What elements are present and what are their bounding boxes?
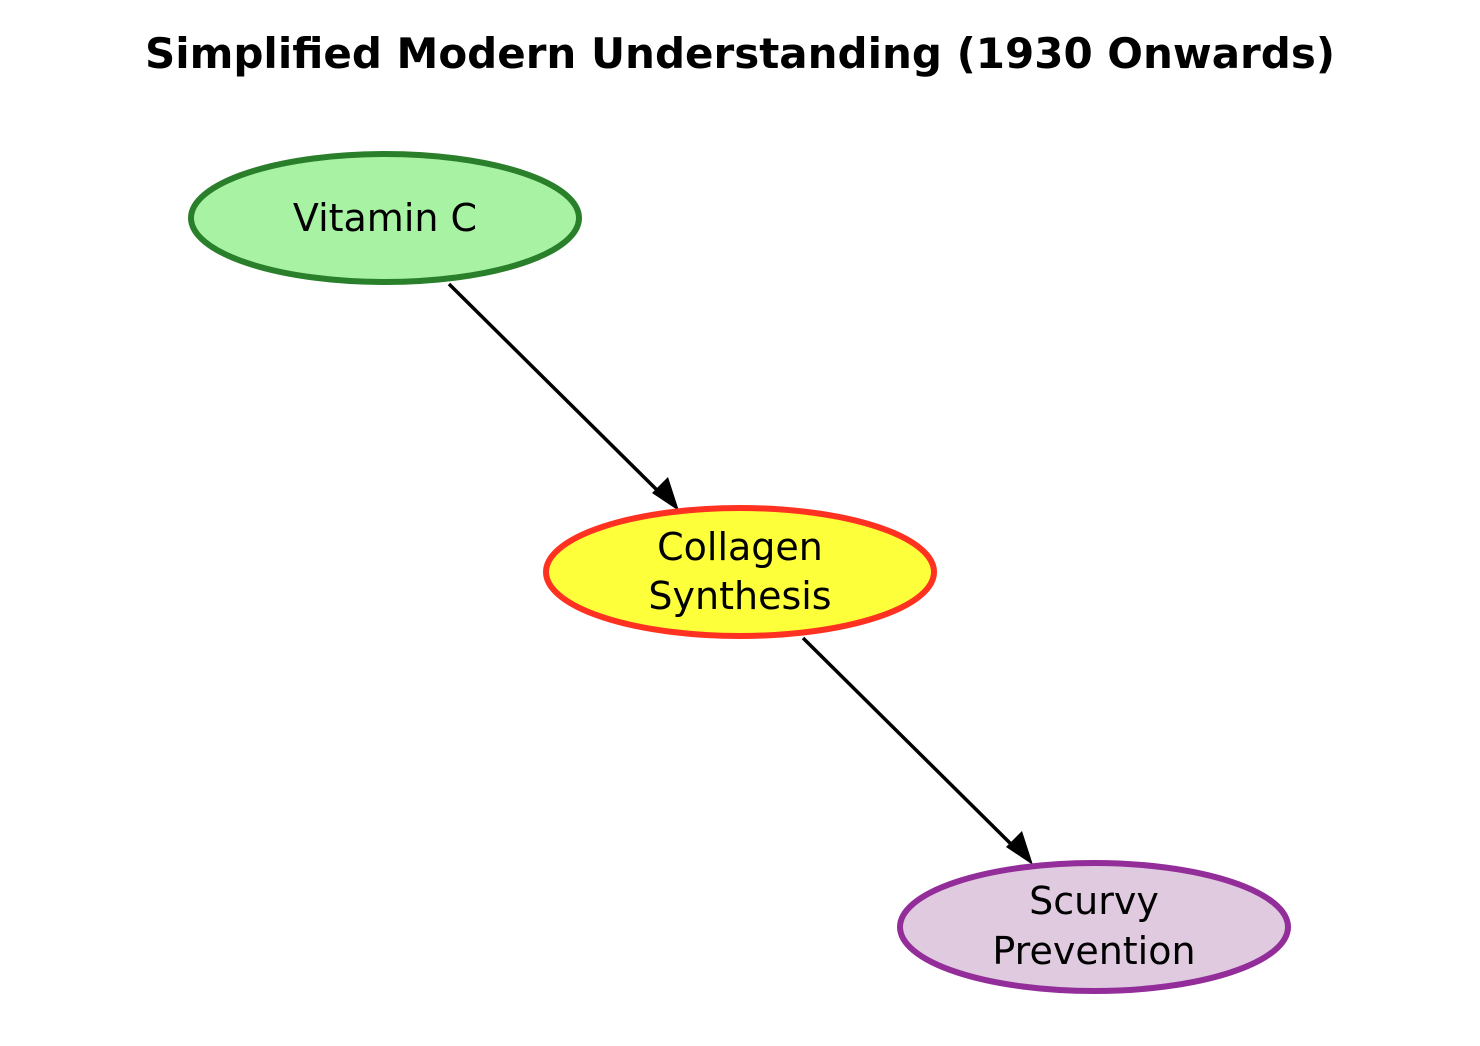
- arrowhead-icon: [1006, 831, 1033, 865]
- edge-line: [801, 636, 1019, 852]
- node-collagen-synthesis-label-line1: Collagen: [657, 525, 823, 569]
- node-scurvy-prevention-label-line1: Scurvy: [1029, 879, 1159, 923]
- diagram-title: Simplified Modern Understanding (1930 On…: [145, 29, 1335, 78]
- node-vitamin-c: Vitamin C: [188, 151, 582, 285]
- node-collagen-synthesis: Collagen Synthesis: [543, 505, 937, 639]
- node-scurvy-prevention-label-line2: Prevention: [992, 929, 1195, 973]
- node-scurvy-prevention-shape: [897, 860, 1291, 994]
- node-vitamin-c-label: Vitamin C: [293, 196, 477, 240]
- edge-vitamin-c-to-collagen: [447, 282, 679, 511]
- node-collagen-synthesis-shape: [543, 505, 937, 639]
- edge-collagen-to-scurvy: [801, 636, 1033, 865]
- node-collagen-synthesis-label-line2: Synthesis: [648, 574, 831, 618]
- arrowhead-icon: [652, 477, 679, 511]
- node-scurvy-prevention: Scurvy Prevention: [897, 860, 1291, 994]
- node-vitamin-c-shape: [188, 151, 582, 285]
- edge-line: [447, 282, 665, 498]
